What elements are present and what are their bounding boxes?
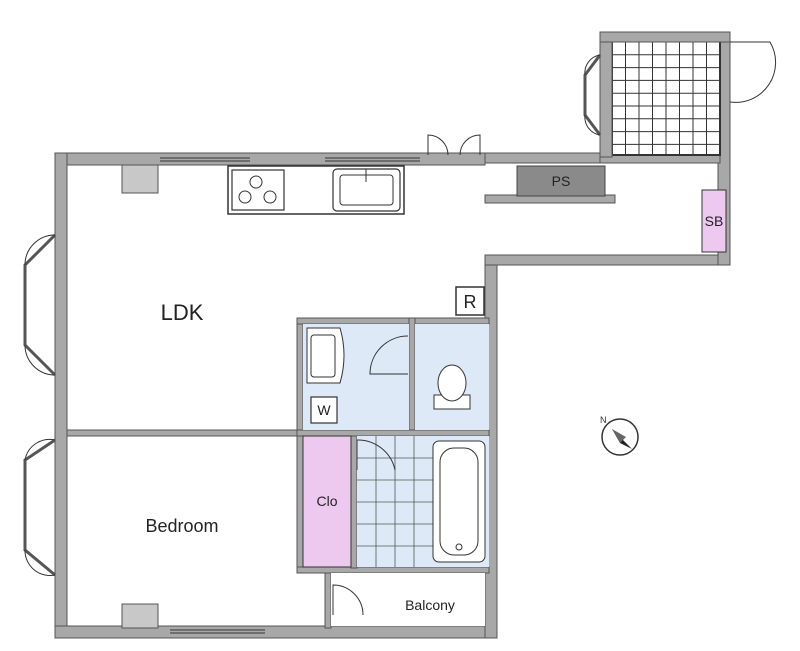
bathroom (356, 436, 489, 567)
pipe-space-label: PS (552, 173, 571, 189)
pipe-space: PS (516, 165, 606, 197)
balcony-area: Balcony (331, 573, 485, 626)
refrigerator-label: R (464, 292, 477, 312)
balcony-label: Balcony (405, 597, 455, 613)
switchboard-label: SB (705, 213, 724, 229)
toilet-icon (433, 364, 471, 410)
washer-label: W (317, 402, 331, 418)
left-bay-windows (23, 233, 57, 577)
kitchen-counter (121, 164, 405, 215)
bottom-window (170, 629, 265, 634)
north-arrow-icon: N (600, 415, 639, 456)
ldk-label: LDK (161, 300, 204, 325)
bathtub-icon (432, 440, 486, 563)
closet: Clo (302, 435, 352, 568)
top-windows (160, 134, 481, 162)
bedroom-box (121, 603, 159, 629)
washroom: W (303, 324, 409, 430)
svg-text:N: N (600, 415, 607, 425)
closet-label: Clo (316, 493, 337, 509)
sink-icon (332, 168, 401, 212)
interior-walls (66, 317, 490, 629)
washbasin-icon (306, 327, 345, 384)
toilet-room (415, 324, 489, 430)
bedroom-label: Bedroom (145, 516, 218, 536)
tiled-terrace (583, 31, 777, 158)
refrigerator: R (455, 286, 485, 316)
switchboard: SB (701, 189, 727, 253)
left-window-sashes (24, 234, 56, 576)
stove-icon (231, 169, 285, 211)
